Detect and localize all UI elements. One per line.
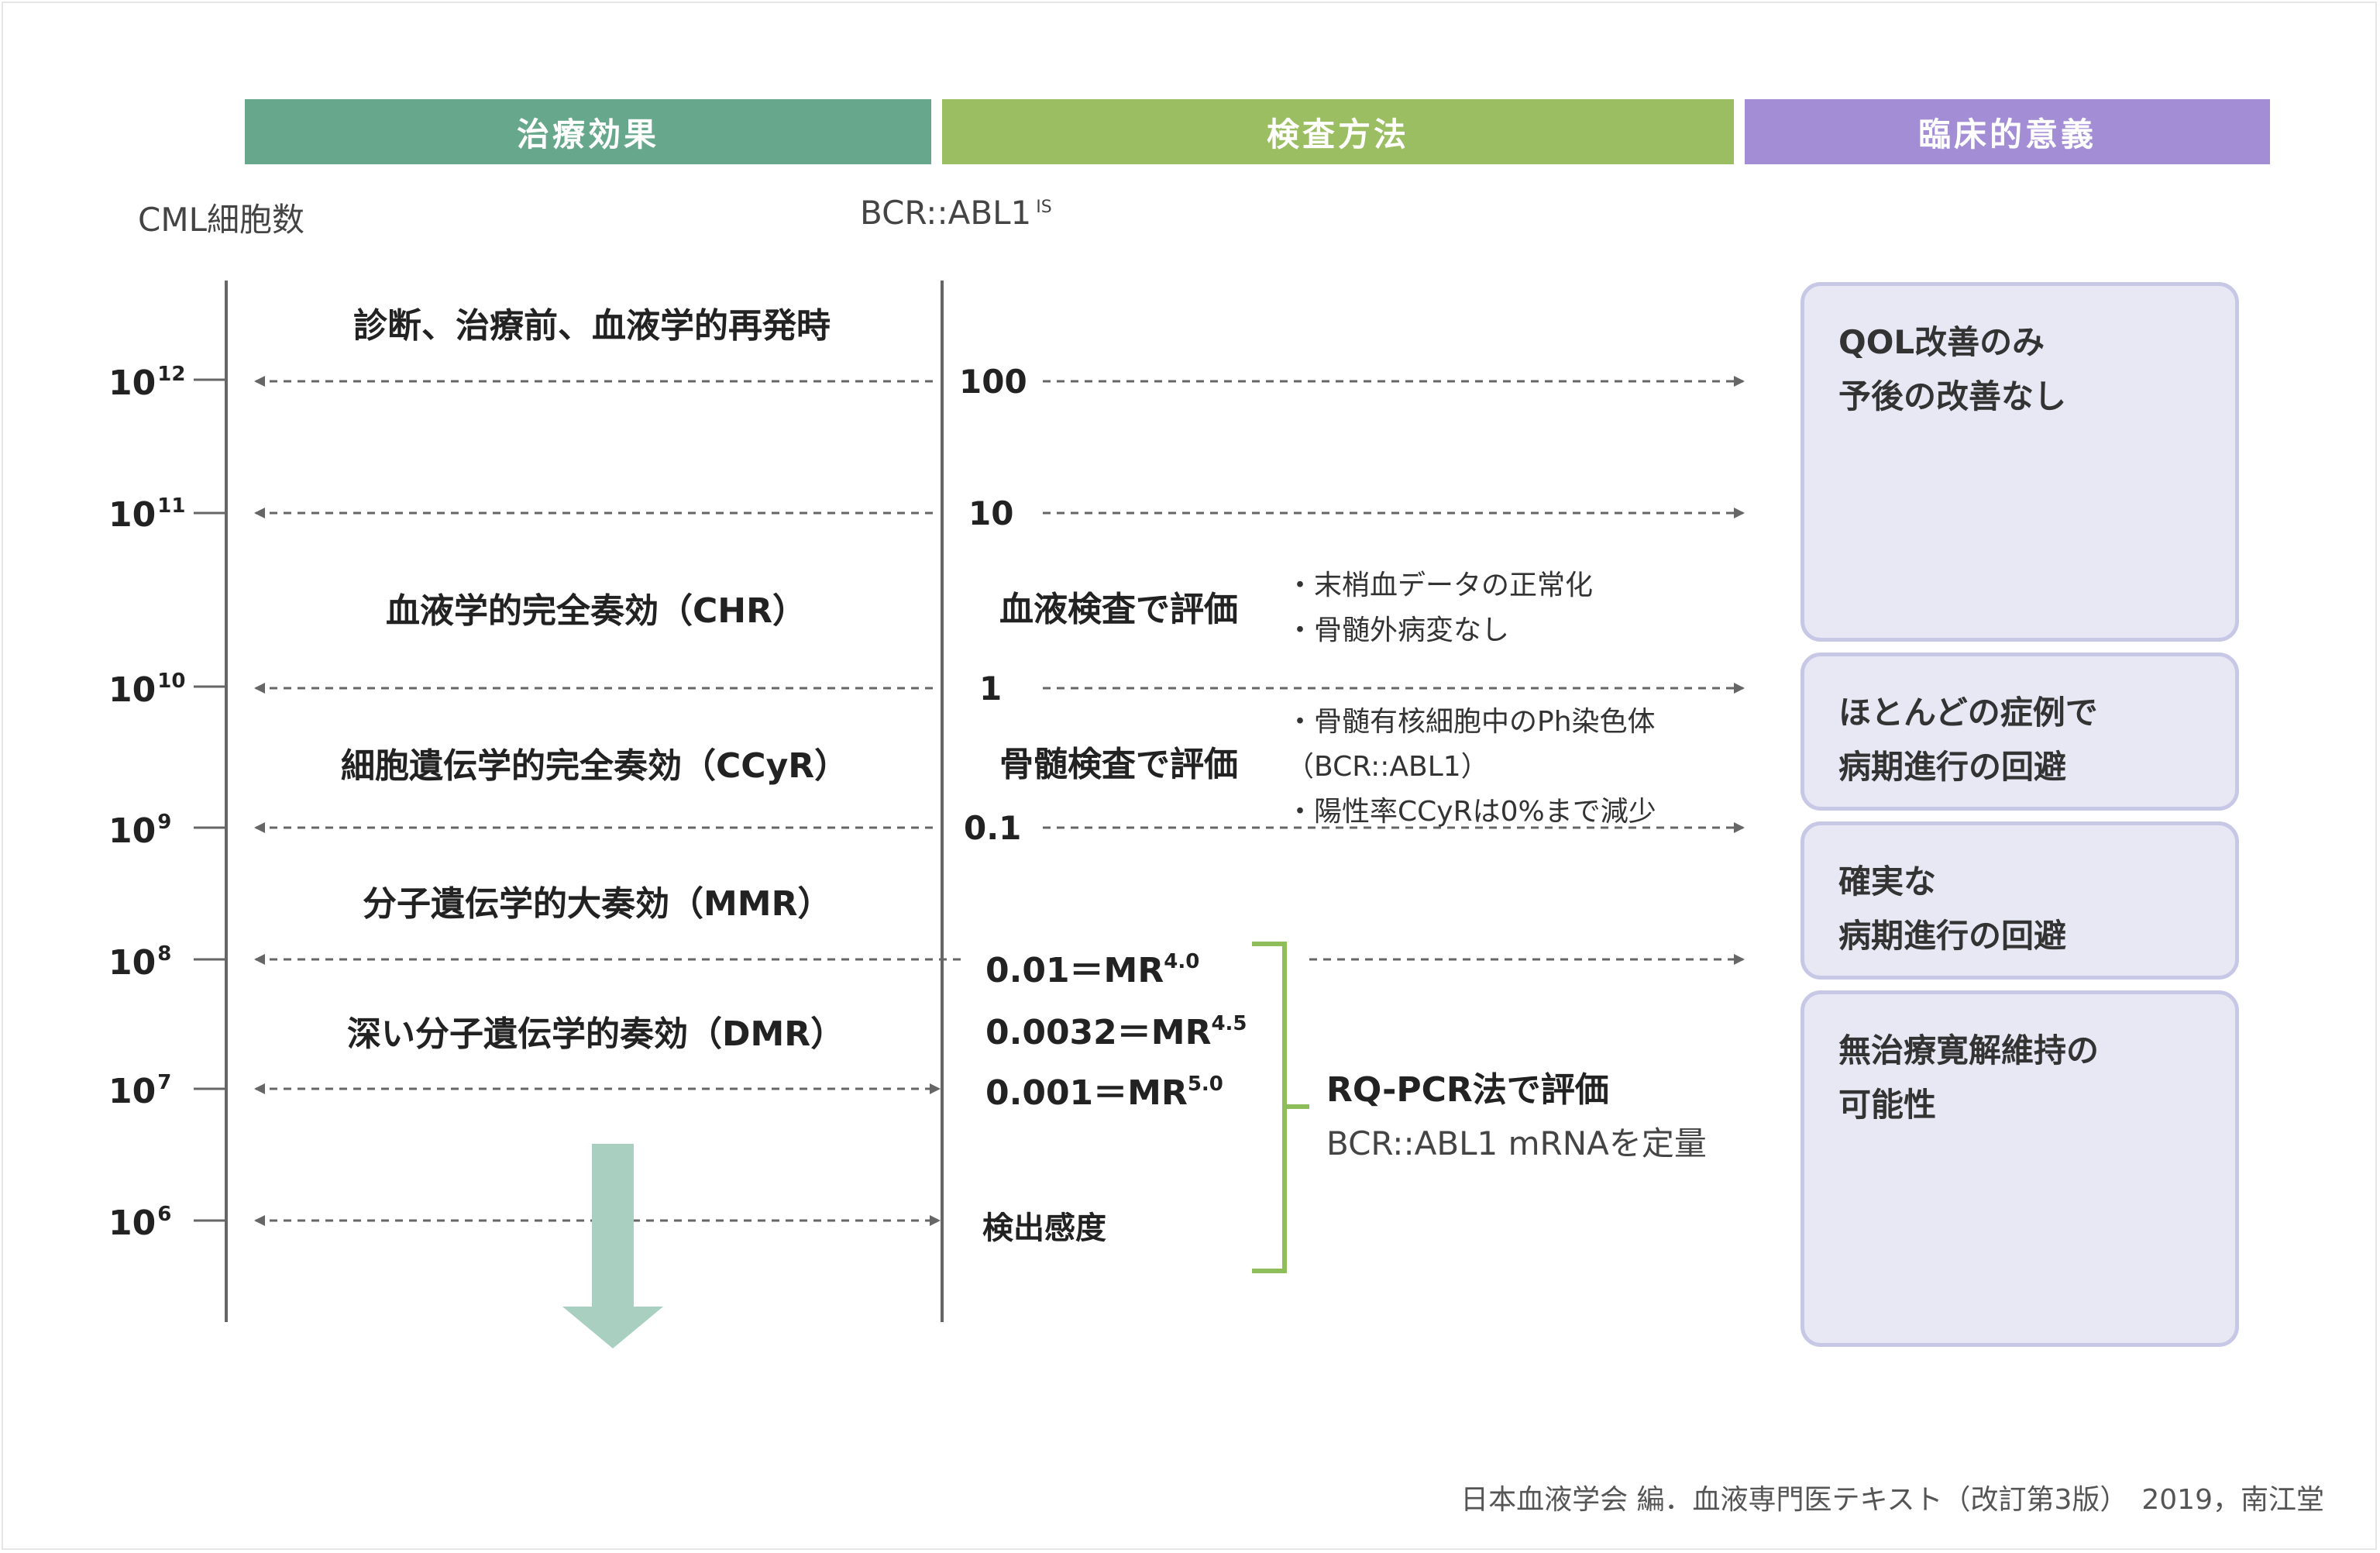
header-clinical-significance: 臨床的意義 [1745,99,2270,164]
response-mmr: 分子遺伝学的大奏効（MMR） [363,884,832,924]
mr-level-5-0: 0.001＝MR5.0 [985,1073,1223,1113]
marrow-note-2: （BCR::ABL1） [1286,751,1489,783]
detection-sensitivity: 検出感度 [982,1210,1106,1246]
label-bcr-abl-sup: IS [1036,198,1052,217]
pct-1: 1 [979,670,1003,708]
pct-0-1: 0.1 [964,809,1022,847]
response-dmr: 深い分子遺伝学的奏効（DMR） [347,1014,845,1054]
significance-box-most-cases: ほとんどの症例で 病期進行の回避 [1800,653,2239,811]
level-label-1e7: 107 [108,1071,172,1111]
significance-box-certain: 確実な 病期進行の回避 [1800,821,2239,980]
down-arrow-icon [562,1144,663,1348]
significance-4-line-2: 可能性 [1838,1086,1937,1124]
mr-level-4-0: 0.01＝MR4.0 [985,950,1200,990]
significance-4-line-1: 無治療寛解維持の [1838,1031,2100,1069]
blood-note-2: ・骨髄外病変なし [1286,615,1510,646]
marrow-note-1: ・骨髄有核細胞中のPh染色体 [1286,706,1656,738]
blood-note-1: ・末梢血データの正常化 [1286,570,1594,601]
significance-box-tfr: 無治療寛解維持の 可能性 [1800,990,2239,1347]
response-diagnosis: 診断、治療前、血液学的再発時 [353,306,831,346]
significance-3-line-1: 確実な [1838,863,1937,900]
level-label-1e11: 1011 [108,494,186,535]
level-label-1e12: 1012 [108,363,186,403]
response-ccyr: 細胞遺伝学的完全奏効（CCyR） [341,746,849,786]
significance-1-line-1: QOL改善のみ [1838,323,2045,361]
rqpcr-method: RQ-PCR法で評価 [1326,1070,1609,1110]
header-test-method: 検査方法 [942,99,1734,164]
pct-10: 10 [968,494,1014,532]
mr-level-4-5: 0.0032＝MR4.5 [985,1012,1247,1052]
significance-3-line-2: 病期進行の回避 [1838,917,2067,955]
level-label-1e9: 109 [108,811,172,851]
significance-1-line-2: 予後の改善なし [1838,377,2067,415]
level-label-1e8: 108 [108,942,172,983]
marrow-note-3: ・陽性率CCyRは0%まで減少 [1286,796,1656,828]
significance-2-line-1: ほとんどの症例で [1838,694,2098,732]
pct-100: 100 [959,363,1027,401]
significance-box-qol: QOL改善のみ 予後の改善なし [1800,282,2239,642]
rqpcr-bracket [1252,942,1287,1273]
label-bcr-abl-text: BCR::ABL1 [860,194,1032,232]
response-chr: 血液学的完全奏効（CHR） [386,591,807,631]
method-blood-test: 血液検査で評価 [999,590,1238,629]
rqpcr-subtext: BCR::ABL1 mRNAを定量 [1326,1124,1707,1162]
level-label-1e6: 106 [108,1203,172,1243]
method-marrow-test: 骨髄検査で評価 [999,745,1238,784]
significance-2-line-2: 病期進行の回避 [1838,748,2067,786]
label-cml-cells: CML細胞数 [138,201,304,239]
level-label-1e10: 1010 [108,670,186,710]
header-treatment-effect: 治療効果 [245,99,931,164]
citation: 日本血液学会 編．血液専門医テキスト（改訂第3版） 2019，南江堂 [1460,1484,2324,1516]
